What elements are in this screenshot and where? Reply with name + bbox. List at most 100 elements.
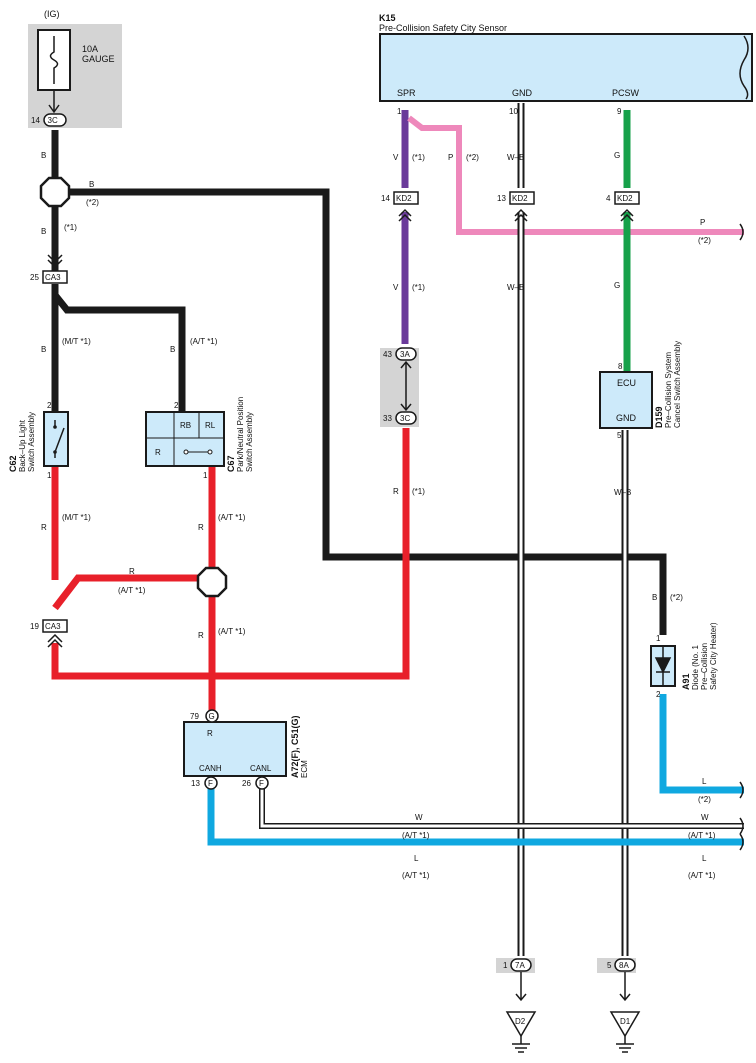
conn-ca3-top-label: CA3 bbox=[45, 273, 61, 282]
wire-label-at1-5: (A/T *1) bbox=[402, 831, 430, 840]
conn-8a-label: 8A bbox=[619, 961, 629, 970]
wire-black-ig bbox=[51, 130, 667, 635]
wire-label-n2-3: (*2) bbox=[698, 236, 711, 245]
wire-label-n1-2: (*1) bbox=[412, 153, 425, 162]
ground-d1-symbol bbox=[609, 1011, 641, 1038]
d159-gnd: GND bbox=[616, 413, 637, 423]
wire-label-v-1: V bbox=[393, 153, 399, 162]
wire-pink bbox=[407, 115, 744, 235]
sensor-gnd: GND bbox=[512, 88, 533, 98]
fuse-symbol bbox=[49, 36, 59, 84]
conn-ca3-bottom-pin: 19 bbox=[30, 622, 39, 631]
c62-pin-bottom: 1 bbox=[47, 471, 52, 480]
splice-red bbox=[196, 566, 228, 598]
wire-label-mt1-2: (M/T *1) bbox=[62, 513, 91, 522]
ecm-r: R bbox=[207, 729, 213, 738]
sensor-id: K15 bbox=[379, 13, 396, 23]
c67-contact-right bbox=[207, 449, 213, 455]
wire-label-p-2: P bbox=[700, 218, 705, 227]
wire-label-l-4: L bbox=[702, 854, 707, 863]
break-blue-bottom bbox=[739, 833, 744, 851]
splice-black bbox=[39, 176, 71, 208]
wire-label-mt1-1: (M/T *1) bbox=[62, 337, 91, 346]
ground-d2-earth bbox=[512, 1036, 530, 1053]
c67-switch-box bbox=[145, 411, 225, 467]
c62-label: C62 Back–Up Light Switch Assembly bbox=[8, 412, 36, 472]
wire-label-r-2: R bbox=[198, 523, 204, 532]
kd2-pcsw-chevron bbox=[620, 208, 634, 222]
fuse-lead-arrow bbox=[48, 90, 60, 114]
wire-label-b-6: B bbox=[652, 593, 657, 602]
ecm-label: A72(F), C51(G) ECM bbox=[290, 715, 309, 778]
conn-3a-label: 3A bbox=[400, 350, 410, 359]
a91-diode-symbol bbox=[654, 646, 672, 686]
wire-label-r-5: R bbox=[393, 487, 399, 496]
conn-3c-mid bbox=[395, 411, 417, 425]
conn-kd2-spr bbox=[393, 191, 419, 205]
c62-pin-top: 2 bbox=[47, 401, 52, 410]
a91-label: A91 Diode (No. 1 Pre–Collision Safety Ci… bbox=[681, 622, 718, 690]
conn-kd2-spr-pin: 14 bbox=[381, 194, 390, 203]
d159-ecu: ECU bbox=[617, 378, 636, 388]
wire-label-r-4: R bbox=[198, 631, 204, 640]
wire-label-b-4: B bbox=[41, 345, 46, 354]
ground-d1-earth bbox=[616, 1036, 634, 1053]
c62-contact-top bbox=[53, 425, 57, 429]
c62-contact-bottom bbox=[53, 450, 57, 454]
conn-3c-top bbox=[43, 113, 67, 127]
wire-label-w-2: W bbox=[701, 813, 709, 822]
a91-line3: Safety City Heater) bbox=[709, 622, 718, 690]
wire-label-at1-3: (A/T *1) bbox=[118, 586, 146, 595]
conn-kd2-pcsw-pin: 4 bbox=[606, 194, 611, 203]
a91-line2: Pre–Collision bbox=[700, 643, 709, 690]
wire-label-wb-2: W–B bbox=[507, 283, 524, 292]
junction-link-arrow bbox=[400, 360, 412, 412]
ground-d2-label: D2 bbox=[515, 1017, 526, 1026]
wire-label-at1-4: (A/T *1) bbox=[218, 627, 246, 636]
sensor-pcsw: PCSW bbox=[612, 88, 640, 98]
ecm-conn-canl bbox=[255, 776, 269, 790]
conn-kd2-gnd-pin: 13 bbox=[497, 194, 506, 203]
conn-3a-pin: 43 bbox=[383, 350, 392, 359]
conn-kd2-gnd bbox=[509, 191, 535, 205]
conn-kd2-gnd-label: KD2 bbox=[512, 194, 528, 203]
wire-label-n2-5: (*2) bbox=[698, 795, 711, 804]
c67-rl: RL bbox=[205, 421, 216, 430]
conn-7a-pin: 1 bbox=[503, 961, 508, 970]
wire-label-n2-4: (*2) bbox=[670, 593, 683, 602]
ecm-conn-canh bbox=[204, 776, 218, 790]
wire-label-b-3: B bbox=[41, 227, 46, 236]
sensor-spr: SPR bbox=[397, 88, 416, 98]
ecm-name: ECM bbox=[300, 760, 309, 778]
c67-label: C67 Park/Neutral Position Switch Assembl… bbox=[226, 397, 254, 472]
conn-ca3-top-pin: 25 bbox=[30, 273, 39, 282]
break-blue-top bbox=[739, 781, 744, 799]
c62-line1: Back–Up Light bbox=[18, 419, 27, 472]
d159-pin-top: 8 bbox=[618, 362, 623, 371]
wire-blue bbox=[207, 694, 744, 846]
wire-label-n1-1: (*1) bbox=[64, 223, 77, 232]
sensor-name: Pre-Collision Safety City Sensor bbox=[379, 23, 507, 33]
conn-8a-pin: 5 bbox=[607, 961, 612, 970]
wire-label-v-2: V bbox=[393, 283, 399, 292]
c62-id: C62 bbox=[8, 455, 18, 472]
c67-r: R bbox=[155, 448, 161, 457]
conn-ca3-top bbox=[42, 270, 68, 284]
ecm-conn-canh-label: F bbox=[208, 779, 213, 788]
sensor-pin-pcsw: 9 bbox=[617, 107, 622, 116]
wire-label-r-3: R bbox=[129, 567, 135, 576]
kd2-spr-chevron bbox=[398, 208, 412, 222]
ecm-conn-canh-pin: 13 bbox=[191, 779, 200, 788]
c62-switch-box bbox=[43, 411, 69, 467]
wire-label-b-1: B bbox=[41, 151, 46, 160]
wire-white-black bbox=[517, 103, 629, 956]
ground-d1-arrow bbox=[619, 972, 631, 1002]
c67-rb: RB bbox=[180, 421, 191, 430]
sensor-pin-gnd: 10 bbox=[509, 107, 518, 116]
ecm-conn-canl-label: F bbox=[259, 779, 264, 788]
sensor-pin-spr: 1 bbox=[397, 107, 402, 116]
c67-grid bbox=[146, 412, 224, 466]
ecm-conn-g bbox=[205, 709, 219, 723]
conn-ca3-bottom-label: CA3 bbox=[45, 622, 61, 631]
conn-ca3-bottom bbox=[42, 619, 68, 633]
